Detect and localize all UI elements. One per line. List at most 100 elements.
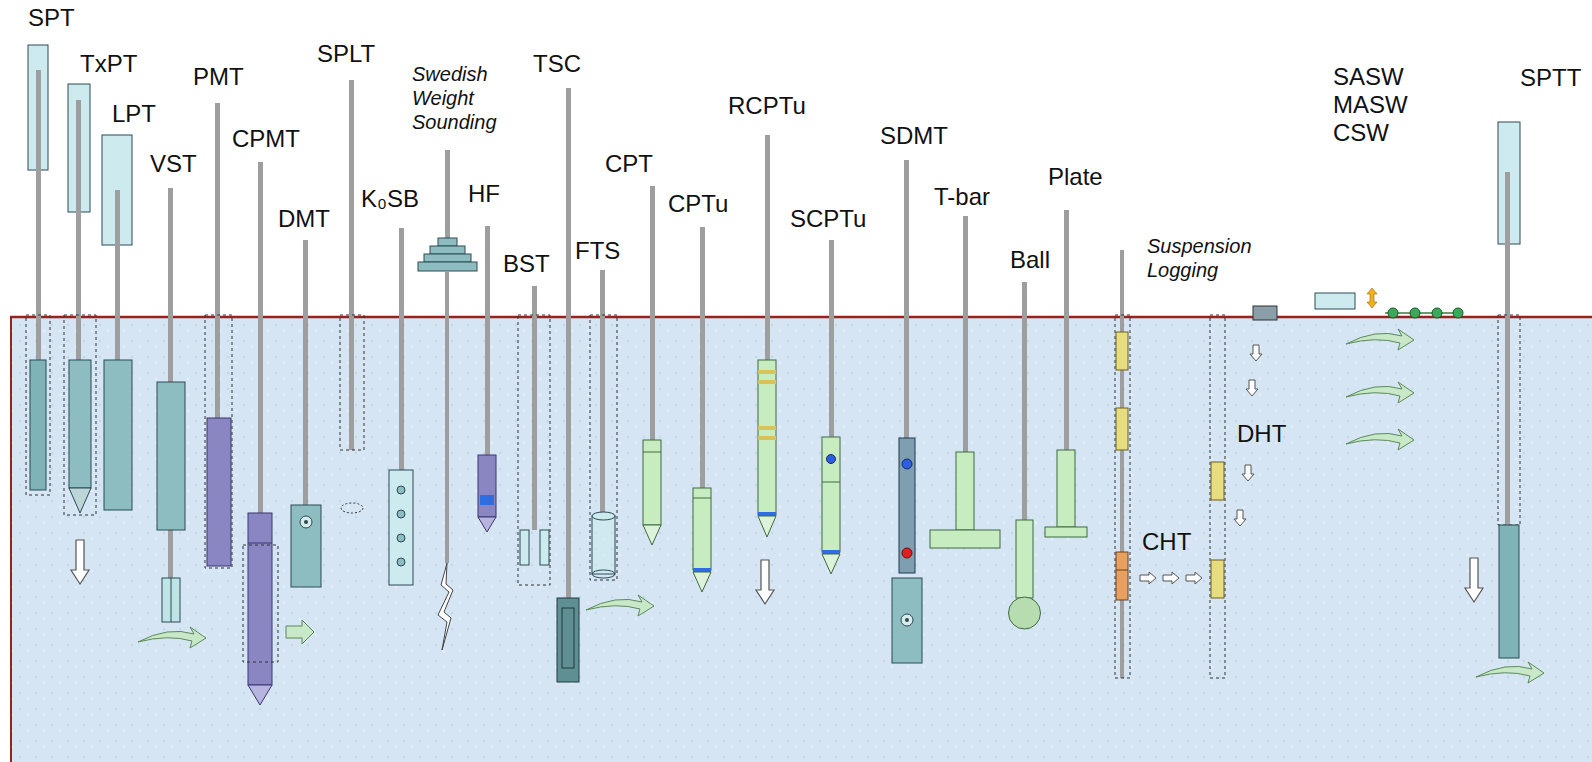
crosshole-test (1140, 315, 1225, 678)
dmt-probe-part (303, 240, 308, 505)
test-label: SCPTu (790, 205, 866, 233)
test-label: RCPTu (728, 92, 806, 120)
cpmt-probe (243, 162, 314, 705)
rcptu-probe-part (758, 512, 776, 516)
sptt-probe-part (1498, 315, 1520, 525)
fts-probe-part (590, 315, 617, 580)
tsc-probe (557, 88, 579, 682)
t-bar-probe (930, 216, 1000, 548)
test-label: TxPT (80, 50, 137, 78)
lpt-probe-part (115, 190, 120, 360)
test-label: SPLT (317, 40, 375, 68)
fts-probe-part (592, 570, 615, 578)
sdmt-probe-part (905, 618, 909, 622)
hf-probe (478, 226, 496, 532)
sptt-probe-part (1476, 662, 1544, 683)
test-label: SPTT (1520, 64, 1581, 92)
k0sb-probe-part (397, 558, 405, 566)
rcptu-probe-part (758, 436, 776, 440)
test-label: BST (503, 250, 550, 278)
fts-probe-part (600, 270, 605, 518)
surface-wave-test-part (1388, 308, 1398, 318)
scptu-probe-part (829, 240, 834, 437)
surface-wave-test-part (1346, 329, 1414, 350)
crosshole-test-part (1163, 572, 1179, 584)
sdmt-probe-part (902, 459, 912, 469)
lpt-probe (102, 135, 132, 510)
dmt-probe (291, 240, 321, 587)
downhole-test-part (1253, 306, 1277, 320)
k0sb-probe-part (397, 486, 405, 494)
swedish-weight-sounding-part (438, 563, 453, 650)
t-bar-probe-part (930, 530, 1000, 548)
bst-probe (518, 286, 550, 585)
pmt-probe-part (207, 418, 231, 566)
txpt-probe-part (76, 100, 81, 360)
plate-probe-part (1045, 527, 1087, 537)
crosshole-test-part (1211, 462, 1224, 500)
surface-wave-test (1315, 288, 1463, 450)
ball-probe (1009, 282, 1041, 629)
crosshole-test-part (1211, 560, 1224, 598)
txpt-probe-part (71, 540, 89, 584)
rcptu-probe (756, 135, 776, 604)
swedish-weight-sounding-part (445, 271, 449, 563)
vst-probe (138, 188, 206, 648)
suspension-logging (1115, 250, 1130, 678)
cpmt-probe-part (248, 685, 272, 705)
swedish-weight-sounding (418, 150, 477, 650)
test-label: Swedish Weight Sounding (412, 62, 512, 134)
cpt-probe-part (643, 452, 661, 453)
vst-probe-part (171, 578, 172, 622)
downhole-test-part (1246, 380, 1258, 396)
cptu-probe-part (693, 498, 711, 499)
sdmt-probe-part (899, 438, 915, 573)
k0sb-probe (389, 228, 413, 585)
ball-probe-part (1022, 282, 1027, 520)
downhole-test-part (1242, 465, 1254, 481)
swedish-weight-sounding-part (418, 262, 477, 271)
splt-probe-part (340, 315, 364, 450)
cpmt-probe-part (243, 545, 278, 662)
ground-part (10, 316, 1592, 319)
k0sb-probe-part (397, 534, 405, 542)
swedish-weight-sounding-part (438, 238, 457, 246)
suspension-logging-part (1116, 408, 1128, 450)
splt-probe-part (341, 503, 363, 513)
hf-probe-part (478, 517, 496, 532)
rcptu-probe-part (765, 135, 770, 360)
swedish-weight-sounding-part (424, 254, 471, 262)
txpt-probe-part (69, 488, 91, 513)
downhole-test (1234, 306, 1277, 526)
rcptu-probe-part (758, 380, 776, 384)
pmt-probe (205, 103, 232, 568)
test-label: FTS (575, 237, 620, 265)
k0sb-probe-part (397, 510, 405, 518)
suspension-logging-part (1115, 315, 1130, 678)
test-label: DMT (278, 205, 330, 233)
surface-wave-test-part (1315, 293, 1355, 309)
cptu-probe-part (693, 568, 711, 572)
ground (10, 317, 1592, 762)
scptu-probe-part (822, 482, 840, 483)
downhole-test-part (1234, 510, 1246, 526)
vst-probe-part (138, 627, 206, 648)
cpmt-probe-part (286, 620, 314, 644)
k0sb-probe-part (399, 228, 404, 470)
ground-part (10, 318, 1592, 762)
t-bar-probe-part (956, 452, 974, 530)
fts-probe-part (592, 512, 615, 520)
txpt-probe (64, 84, 96, 584)
crosshole-test-part (1210, 315, 1225, 678)
spt-probe (26, 45, 50, 495)
surface-wave-test-part (1453, 308, 1463, 318)
test-label: LPT (112, 100, 156, 128)
crosshole-test-part (1186, 572, 1202, 584)
bst-probe-part (520, 530, 529, 565)
spt-probe-part (26, 315, 50, 495)
cpt-probe-part (643, 525, 661, 545)
scptu-probe-part (827, 455, 836, 464)
sptt-probe (1465, 122, 1544, 683)
spt-probe-part (36, 70, 41, 360)
